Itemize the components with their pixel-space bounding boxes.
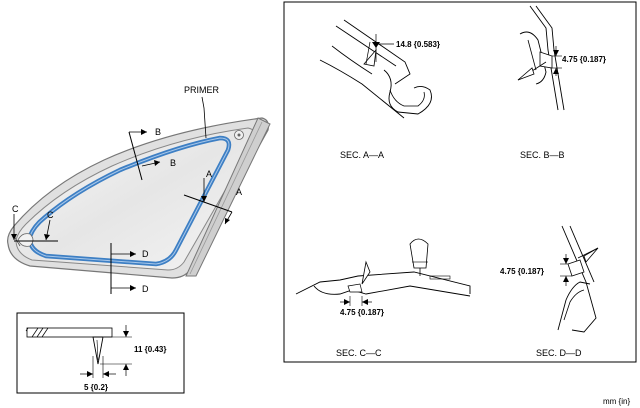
primer-label: PRIMER (184, 85, 220, 95)
sec-a-a-dimension: 14.8 {0.583} (396, 40, 440, 49)
sec-c-c-dimension: 4.75 {0.187} (340, 308, 384, 317)
label-d-lower: D (142, 284, 149, 294)
sec-b-b-title: SEC. B—B (520, 150, 565, 160)
sec-b-b-dimension: 4.75 {0.187} (562, 55, 606, 64)
quarter-window-glass (7, 117, 271, 279)
bead-width-dimension: 5 {0.2} (84, 383, 108, 392)
sec-d-d-title: SEC. D—D (536, 348, 582, 358)
label-a-lower: A (236, 187, 242, 197)
bead-glass-strip (26, 327, 113, 338)
label-c-left: C (12, 204, 19, 214)
section-a-a-view: 14.8 {0.583} SEC. A—A (319, 19, 440, 160)
sec-d-d-dimension: 4.75 {0.187} (500, 267, 544, 276)
primer-leader (201, 96, 207, 139)
pillar-trim (185, 117, 271, 277)
section-line-d: D D (110, 243, 149, 294)
urethane-bead (92, 336, 104, 365)
label-c-right: C (47, 210, 54, 220)
section-line-b: B B (128, 127, 176, 181)
section-line-a: A A (183, 169, 242, 225)
sec-c-c-title: SEC. C—C (336, 348, 382, 358)
section-b-b-view: 4.75 {0.187} SEC. B—B (517, 5, 606, 160)
label-b-upper: B (155, 127, 161, 137)
label-d-upper: D (142, 249, 149, 259)
section-line-c: C C (11, 204, 58, 242)
label-a-upper: A (206, 169, 212, 179)
glass-pane (15, 127, 256, 271)
section-c-c-view: 4.75 {0.187} SEC. C—C (295, 238, 471, 358)
label-b-lower: B (170, 158, 176, 168)
sec-a-a-title: SEC. A—A (340, 150, 384, 160)
section-d-d-view: 4.75 {0.187} SEC. D—D (500, 225, 599, 358)
units-note: mm {in} (603, 397, 630, 406)
clip-lower-left (17, 233, 34, 247)
bead-height-dimension: 11 {0.43} (134, 345, 166, 354)
bead-detail-box: 11 {0.43} 5 {0.2} (16, 312, 185, 394)
